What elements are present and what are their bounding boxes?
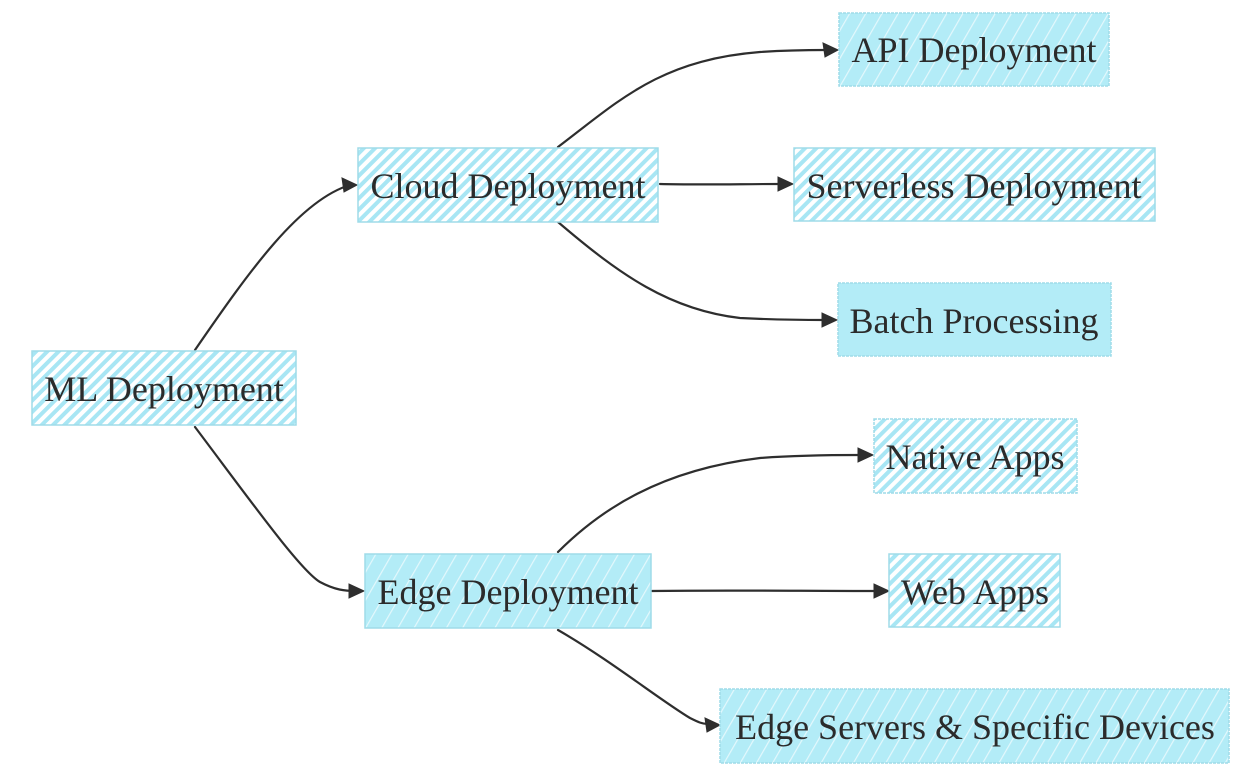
- arrowhead-icon: [348, 583, 366, 599]
- node-api-deployment[interactable]: API Deployment: [838, 12, 1110, 87]
- edge-ml-to-cloud: [193, 183, 352, 352]
- node-label: Batch Processing: [850, 301, 1099, 341]
- arrowhead-icon: [341, 177, 359, 193]
- edge-edge-to-edgeservers: [556, 628, 710, 726]
- node-batch-processing[interactable]: Batch Processing: [837, 282, 1112, 357]
- edge-cloud-to-api: [556, 48, 828, 149]
- node-label: ML Deployment: [44, 369, 284, 409]
- node-serverless-deployment[interactable]: Serverless Deployment: [793, 147, 1156, 222]
- node-edge-deployment[interactable]: Edge Deployment: [364, 553, 652, 629]
- node-web-apps[interactable]: Web Apps: [888, 553, 1061, 628]
- node-label: Edge Servers & Specific Devices: [735, 707, 1215, 747]
- edge-cloud-to-batch: [556, 220, 827, 322]
- node-label: Serverless Deployment: [807, 166, 1142, 206]
- arrowhead-icon: [704, 717, 722, 733]
- arrowhead-icon: [873, 583, 891, 599]
- arrowhead-icon: [777, 176, 795, 192]
- node-label: Edge Deployment: [378, 572, 639, 612]
- edges-layer: [193, 42, 891, 733]
- arrowhead-icon: [821, 312, 839, 328]
- nodes-layer: ML Deployment Cloud Deployment Edge Depl…: [31, 12, 1230, 764]
- node-edge-servers-specific-devices[interactable]: Edge Servers & Specific Devices: [719, 688, 1230, 764]
- node-native-apps[interactable]: Native Apps: [873, 418, 1078, 494]
- edge-edge-to-native: [556, 453, 862, 554]
- node-label: Cloud Deployment: [371, 166, 646, 206]
- edge-ml-to-edge: [193, 425, 358, 593]
- node-label: API Deployment: [852, 30, 1097, 70]
- node-ml-deployment[interactable]: ML Deployment: [31, 350, 297, 426]
- arrowhead-icon: [822, 42, 840, 58]
- node-label: Native Apps: [886, 437, 1065, 477]
- node-label: Web Apps: [901, 572, 1049, 612]
- node-cloud-deployment[interactable]: Cloud Deployment: [357, 147, 659, 223]
- arrowhead-icon: [857, 447, 875, 463]
